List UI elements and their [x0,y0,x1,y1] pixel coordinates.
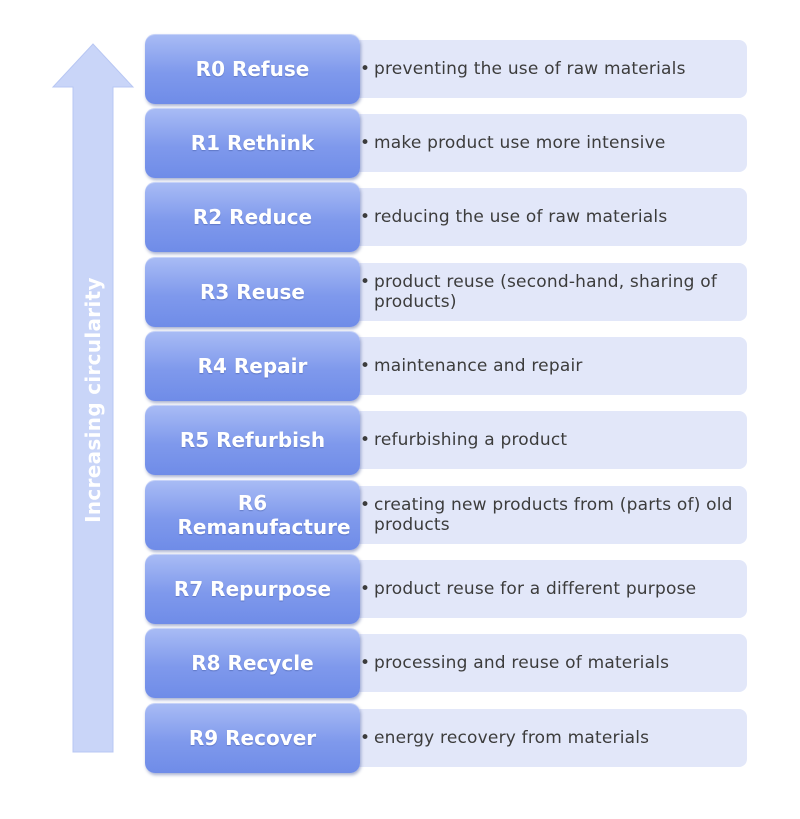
strategy-row-r8: • processing and reuse of materials R8 R… [145,628,747,698]
strategy-description-box: • processing and reuse of materials [350,634,747,692]
strategy-label: R8 Recycle [191,651,314,675]
bullet: • [360,728,371,748]
strategy-label: R9 Recover [188,726,317,750]
strategy-label: R5 Refurbish [179,428,326,452]
strategy-description: maintenance and repair [374,356,583,376]
strategy-description-box: • creating new products from (parts of) … [350,486,747,544]
strategy-label: R3 Reuse [200,280,305,304]
bullet: • [360,356,371,376]
strategy-label-box: R7 Repurpose [145,554,360,624]
bullet: • [360,579,371,599]
strategy-label-box: R0 Refuse [145,34,360,104]
strategy-row-r1: • make product use more intensive R1 Ret… [145,108,747,178]
strategy-description: reducing the use of raw materials [374,207,668,227]
strategy-row-r3: • product reuse (second-hand, sharing of… [145,257,747,327]
strategy-row-r7: • product reuse for a different purpose … [145,554,747,624]
strategy-description: processing and reuse of materials [374,653,670,673]
strategy-description: product reuse for a different purpose [374,579,697,599]
strategy-label-box: R2 Reduce [145,182,360,252]
strategy-description-box: • product reuse (second-hand, sharing of… [350,263,747,321]
strategy-label: R6 Remanufacture [177,491,351,539]
strategy-label: R2 Reduce [192,205,313,229]
strategy-row-r4: • maintenance and repair R4 Repair [145,331,747,401]
bullet: • [360,653,371,673]
strategy-row-r0: • preventing the use of raw materials R0… [145,34,747,104]
strategy-label: R0 Refuse [195,57,310,81]
strategy-description-box: • reducing the use of raw materials [350,188,747,246]
strategy-label-box: R5 Refurbish [145,405,360,475]
strategy-description-box: • preventing the use of raw materials [350,40,747,98]
strategy-description: refurbishing a product [374,430,568,450]
strategy-label: R4 Repair [197,354,308,378]
circularity-arrow: Increasing circularity [0,0,140,815]
strategy-description: product reuse (second-hand, sharing of p… [374,272,718,312]
strategy-row-r2: • reducing the use of raw materials R2 R… [145,182,747,252]
up-arrow-icon [51,43,135,753]
strategy-description-box: • energy recovery from materials [350,709,747,767]
strategy-label-box: R9 Recover [145,703,360,773]
strategy-label: R7 Repurpose [173,577,332,601]
bullet: • [360,207,371,227]
strategy-label-box: R3 Reuse [145,257,360,327]
strategy-row-r6: • creating new products from (parts of) … [145,480,747,550]
bullet: • [360,430,371,450]
strategy-description-box: • maintenance and repair [350,337,747,395]
bullet: • [360,272,371,292]
strategy-row-r9: • energy recovery from materials R9 Reco… [145,703,747,773]
bullet: • [360,59,371,79]
strategy-row-r5: • refurbishing a product R5 Refurbish [145,405,747,475]
bullet: • [360,133,371,153]
strategy-label-box: R8 Recycle [145,628,360,698]
strategy-description-box: • product reuse for a different purpose [350,560,747,618]
strategy-description: energy recovery from materials [374,728,650,748]
strategy-label: R1 Rethink [190,131,315,155]
strategy-label-box: R1 Rethink [145,108,360,178]
strategy-description: make product use more intensive [374,133,666,153]
strategy-description-box: • refurbishing a product [350,411,747,469]
strategy-label-box: R4 Repair [145,331,360,401]
bullet: • [360,495,371,515]
strategy-description: preventing the use of raw materials [374,59,686,79]
strategy-description: creating new products from (parts of) ol… [374,495,733,535]
strategy-description-box: • make product use more intensive [350,114,747,172]
strategy-label-box: R6 Remanufacture [145,480,360,550]
